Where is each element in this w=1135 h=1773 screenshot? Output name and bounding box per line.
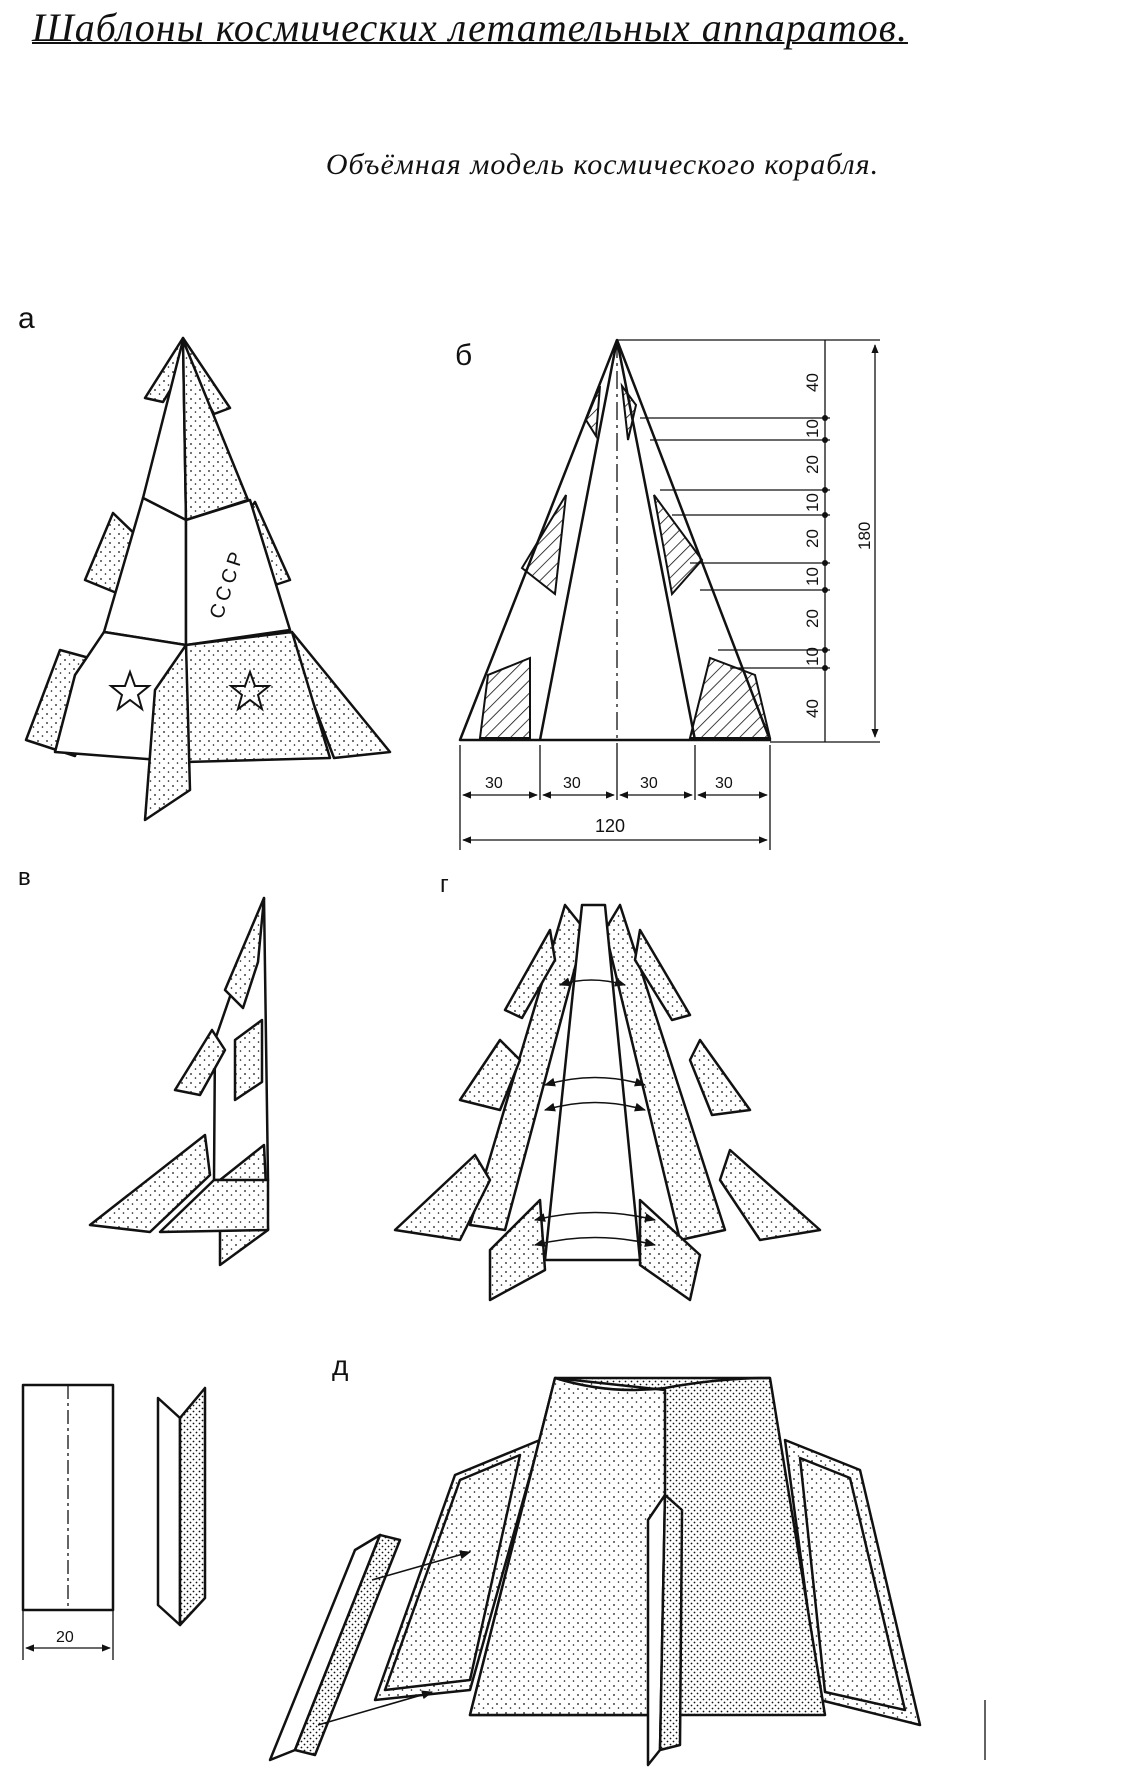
d-top-edge [554,1376,771,1392]
vdim-5: 20 [803,529,822,548]
glue-arrow-4 [533,1211,657,1222]
figure-b-pattern: б [455,338,880,850]
half-fin-mid-left [173,1028,227,1097]
half-fin-mid-right [233,1018,264,1102]
vdim-3: 20 [803,455,822,474]
glue-arrow-2 [543,1076,647,1087]
vdim-4: 10 [803,493,822,512]
d-strip-right-side [658,1493,684,1752]
hdim-3: 30 [640,775,658,792]
figure-v-half-part: в [18,864,270,1267]
hdim-1: 30 [485,775,503,792]
figure-d-detail: д [268,1350,986,1767]
hatch-right-bottom [688,656,772,739]
d-strip-left-side [293,1533,402,1757]
g-left-fin-bottom [393,1153,492,1242]
d-right-wing-bevel [798,1456,907,1712]
body-right-middle [184,498,292,647]
half-fin-bottom-left [88,1133,212,1234]
star-right-icon [228,669,272,712]
g-left-fin-mid [458,1038,522,1112]
vdim-6: 10 [803,567,822,586]
figure-b-label: б [455,339,472,372]
g-right-fin-bottom [718,1148,822,1242]
hatch-left-bottom [478,656,531,739]
fin-bottom-center [143,643,192,822]
vdim-8: 10 [803,647,822,666]
figure-g-assembly: г [393,871,822,1302]
half-fin-top [223,896,266,1010]
d-arrow-lower [317,1690,434,1726]
extension-lines [459,339,880,850]
figure-d-label: д [332,1350,348,1381]
star-left-icon [108,669,152,712]
figure-v-label: в [18,864,31,891]
vdim-1: 40 [803,373,822,392]
total-height-label: 180 [855,522,874,550]
strip-folded-front [156,1396,182,1627]
g-right-fin-top [633,928,692,1022]
figure-g-label: г [440,871,449,898]
g-right-fin-mid [688,1038,752,1117]
half-base [158,1178,270,1234]
vdim-9: 40 [803,699,822,718]
hdim-4: 30 [715,775,733,792]
glue-arrow-3 [543,1101,647,1112]
dimension-dots [822,415,828,671]
vdim-2: 10 [803,419,822,438]
g-left-fin-top [503,928,557,1020]
body-right-upper [181,338,250,522]
d-left-wing [373,1438,542,1702]
hatch-right-middle [653,494,704,597]
strip-folded-side [178,1386,207,1627]
g-left-body [468,903,587,1232]
d-left-wing-bevel [383,1453,522,1692]
hatch-left-middle [520,494,567,596]
figure-strip: 20 [21,1383,207,1660]
vdim-7: 20 [803,609,822,628]
vertical-dimension-labels: 40 10 20 10 20 10 20 10 40 [803,373,822,718]
figure-a-label: а [18,302,35,335]
d-arrow-upper [371,1550,472,1581]
page-title: Шаблоны космических летательных аппарато… [32,5,908,50]
glue-arrow-5 [533,1236,657,1247]
figure-a-assembled-rocket: а СССР [18,302,392,822]
hdim-2: 30 [563,775,581,792]
strip-width-label: 20 [56,1629,74,1646]
total-width-label: 120 [595,816,625,836]
page-subtitle: Объёмная модель космического корабля. [325,148,880,181]
pattern-outline [458,338,772,742]
glue-arrow-1 [558,977,627,987]
pattern-fold-lines [538,339,697,741]
